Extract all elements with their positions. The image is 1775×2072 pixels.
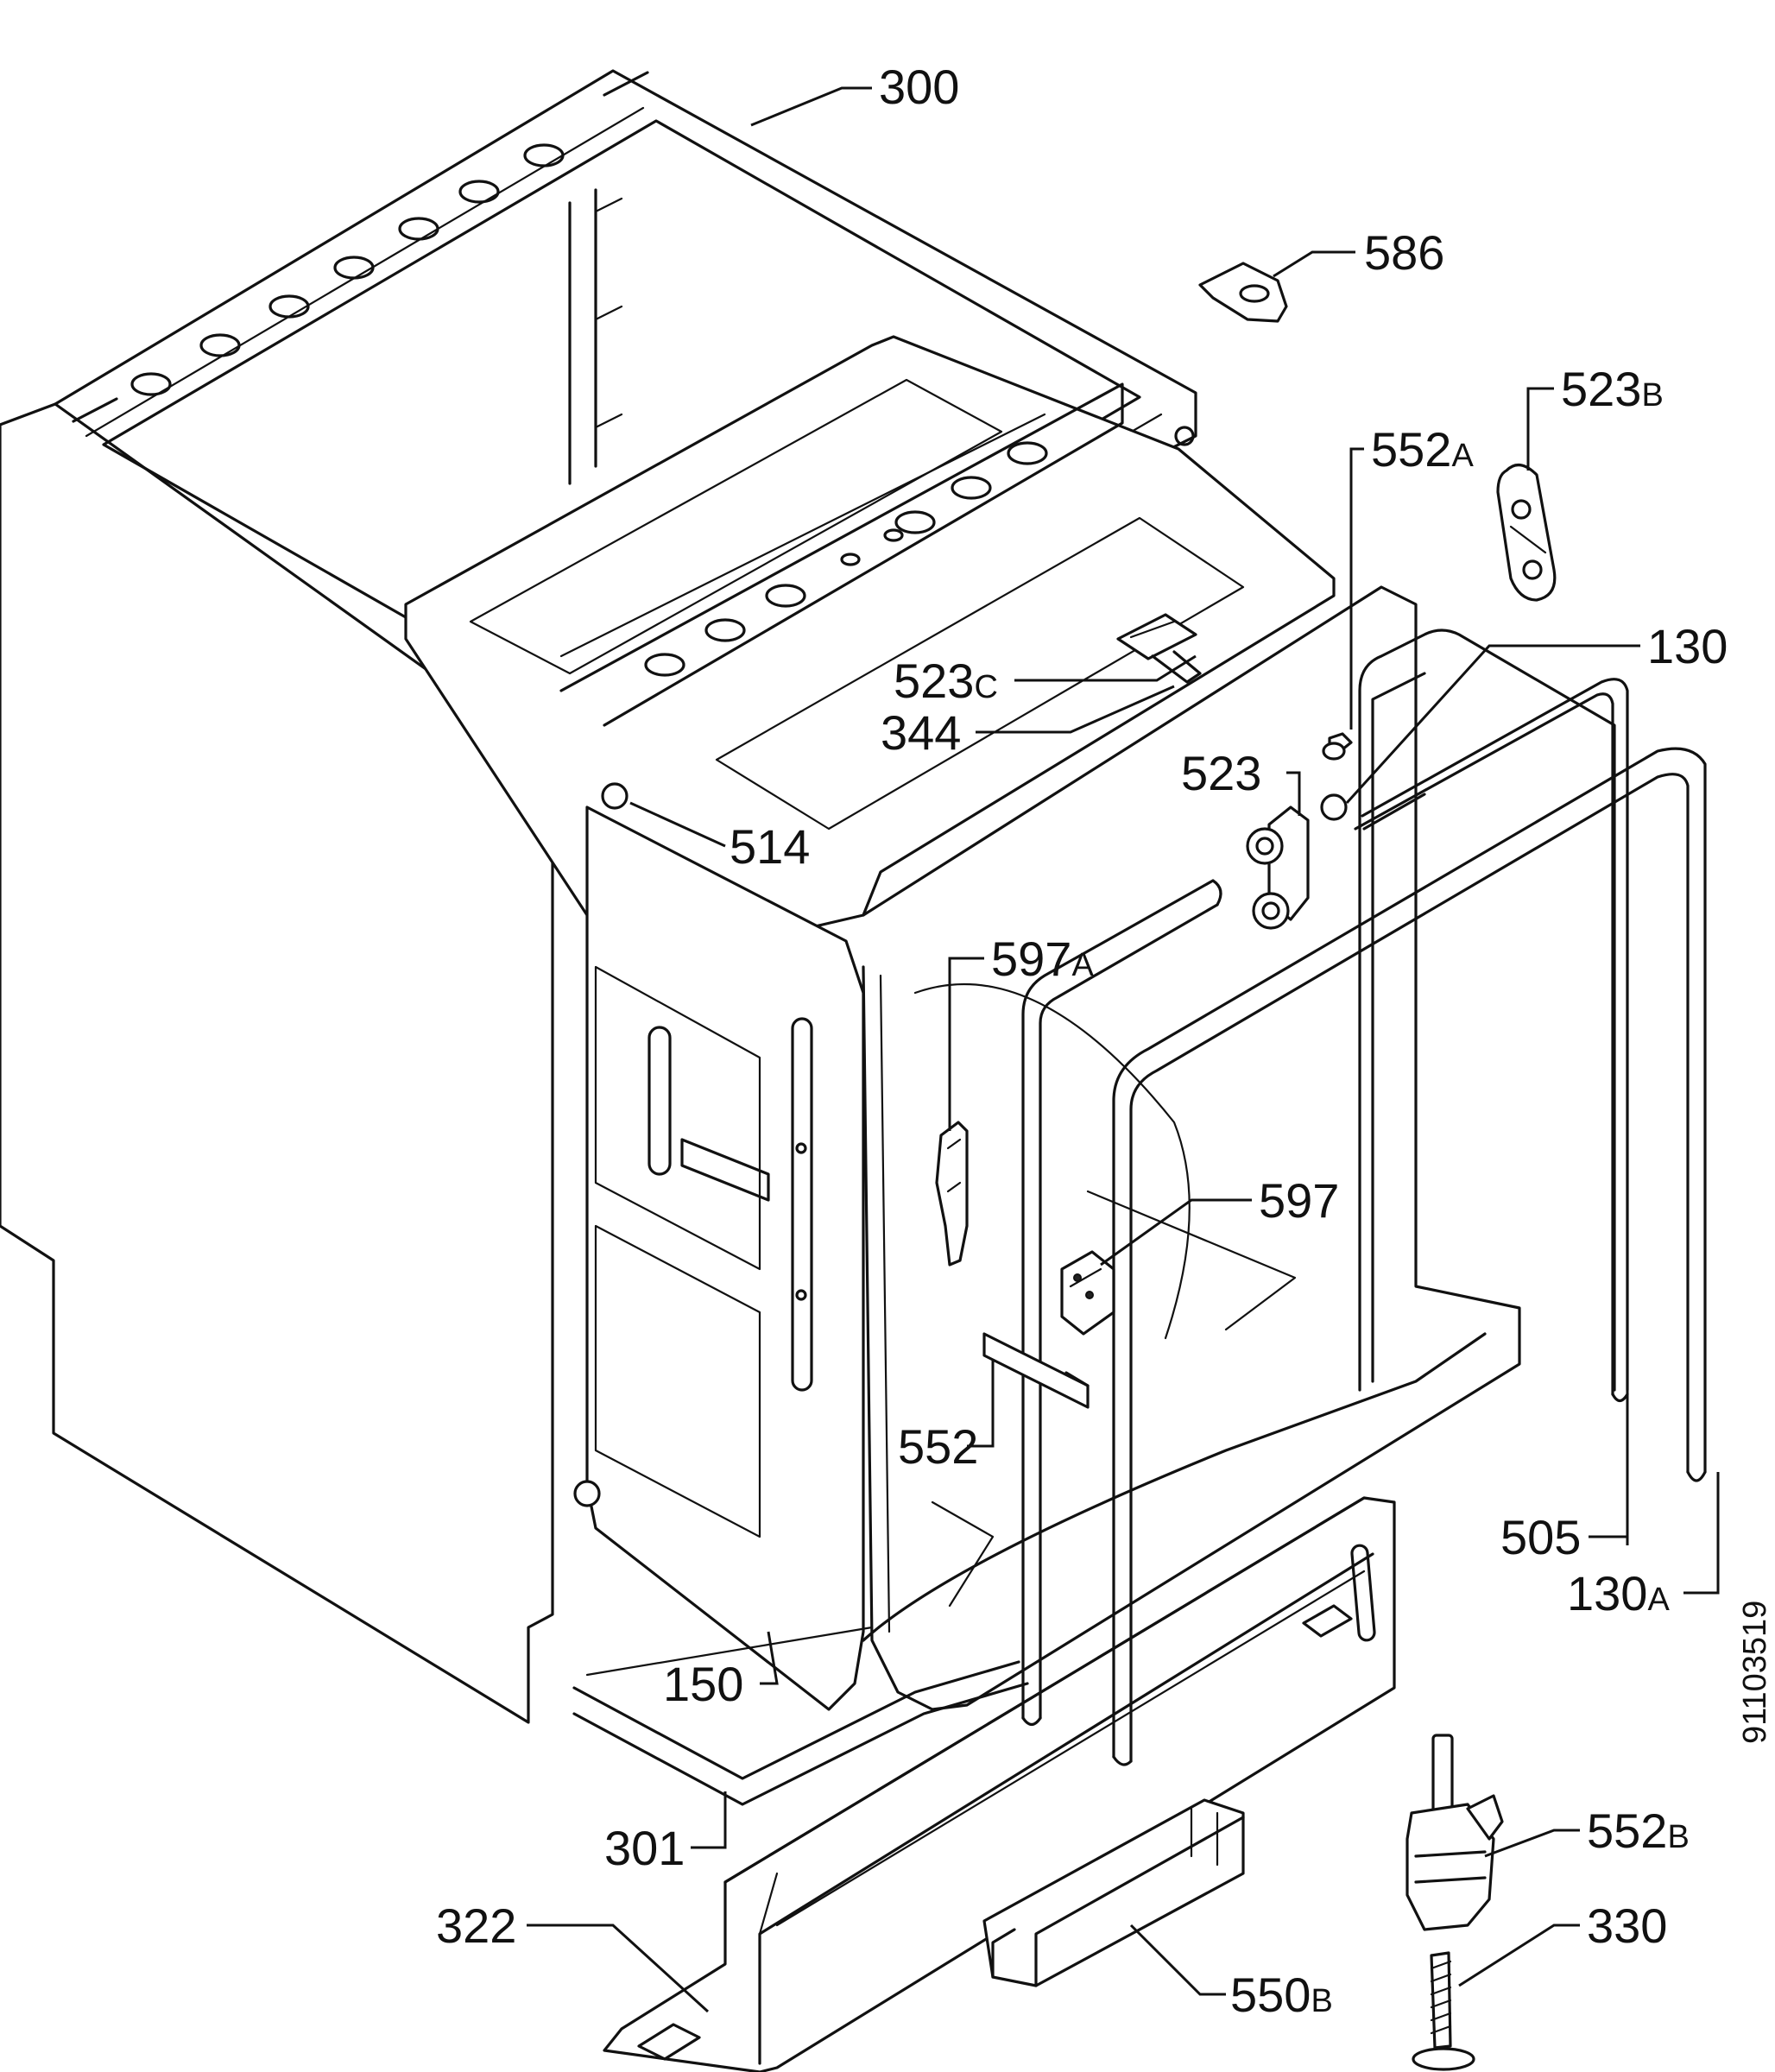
label-552b: 552B <box>1587 1804 1690 1858</box>
latch-597 <box>1060 1250 1115 1336</box>
callout-labels: 300 586 523B 552A 130 523C 344 523 514 5… <box>436 60 1773 2022</box>
label-505: 505 <box>1500 1510 1581 1564</box>
label-344: 344 <box>881 705 961 760</box>
bracket-550b <box>982 1798 1245 1987</box>
label-552a: 552A <box>1371 422 1474 477</box>
base-301 <box>572 1626 1029 1806</box>
label-130: 130 <box>1647 619 1728 673</box>
side-rail-322 <box>603 1496 1396 2072</box>
hook-597a <box>935 1121 969 1267</box>
gasket-130 <box>1354 678 1629 1403</box>
seal-strip <box>1021 879 1222 1727</box>
label-523b: 523B <box>1561 362 1664 416</box>
diagram-id: 91103519 <box>1737 1601 1773 1744</box>
leveling-foot-552b <box>1405 1734 1504 1931</box>
label-330: 330 <box>1587 1898 1667 1953</box>
tub-150 <box>404 335 1521 1711</box>
label-322: 322 <box>436 1898 516 1953</box>
label-597a: 597A <box>991 932 1094 986</box>
label-523c: 523C <box>894 654 998 708</box>
bracket-523b <box>1496 464 1557 602</box>
label-300: 300 <box>879 60 959 114</box>
label-150: 150 <box>663 1657 743 1711</box>
rail-552 <box>982 1332 1090 1409</box>
label-586: 586 <box>1364 225 1444 280</box>
label-523: 523 <box>1181 746 1261 800</box>
door-seal-130a <box>1112 747 1707 1766</box>
screw-330 <box>1412 1951 1475 2071</box>
label-301: 301 <box>604 1821 685 1875</box>
o-ring-130 <box>1320 793 1348 821</box>
label-550b: 550B <box>1230 1968 1333 2022</box>
seal-505 <box>1358 629 1616 1392</box>
label-552: 552 <box>898 1419 978 1474</box>
label-130a: 130A <box>1567 1566 1670 1620</box>
screw-552a <box>1322 732 1353 761</box>
label-597: 597 <box>1259 1173 1339 1228</box>
clip-586 <box>1198 262 1288 323</box>
leader-lines <box>527 86 1720 2013</box>
roller-bracket-523 <box>1246 805 1310 930</box>
label-514: 514 <box>730 819 810 874</box>
